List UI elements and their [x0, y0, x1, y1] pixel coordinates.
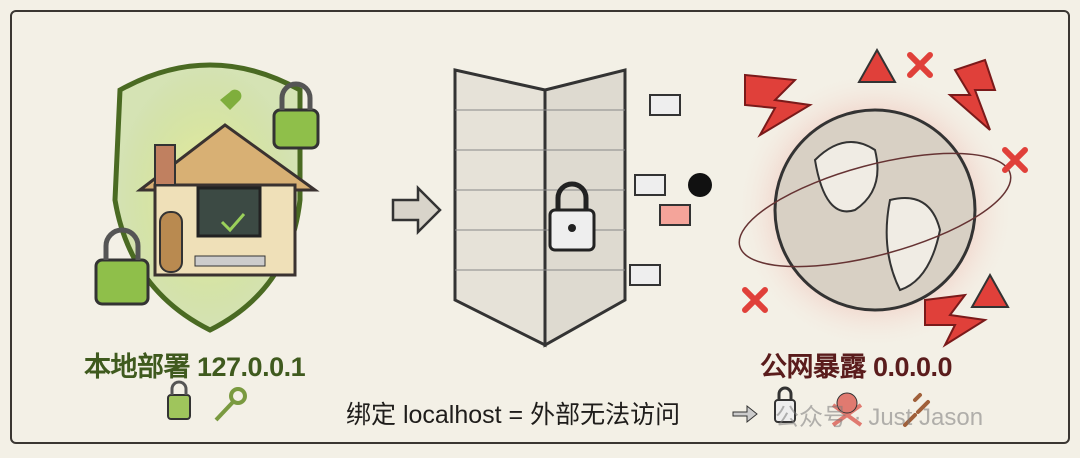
arrow-right-icon — [732, 404, 758, 424]
padlock-icon — [94, 81, 320, 306]
local-deploy-label: 本地部署 127.0.0.1 — [84, 352, 306, 382]
lightning-icon — [744, 58, 997, 348]
firewall-wall-icon — [453, 68, 627, 348]
padlock-icon — [167, 380, 191, 420]
caption: 绑定 localhost = 外部无法访问 — [346, 401, 681, 429]
house-icon — [135, 123, 320, 277]
padlock-icon — [774, 386, 796, 423]
public-exposure-label: 公网暴露 0.0.0.0 — [760, 352, 953, 382]
watermark: 公众号 · Just Jason — [775, 404, 984, 431]
hacker-icon — [688, 173, 712, 197]
envelope-icon — [629, 94, 691, 286]
warning-icon — [857, 47, 1010, 308]
key-icon — [214, 387, 247, 422]
x-mark-icon — [742, 52, 1028, 313]
broken-chain-icon — [903, 393, 930, 427]
illustration-frame — [10, 10, 1070, 444]
globe-icon — [738, 108, 1012, 312]
arrow-right-icon — [391, 184, 442, 236]
skull-crossbones-icon — [831, 392, 863, 427]
